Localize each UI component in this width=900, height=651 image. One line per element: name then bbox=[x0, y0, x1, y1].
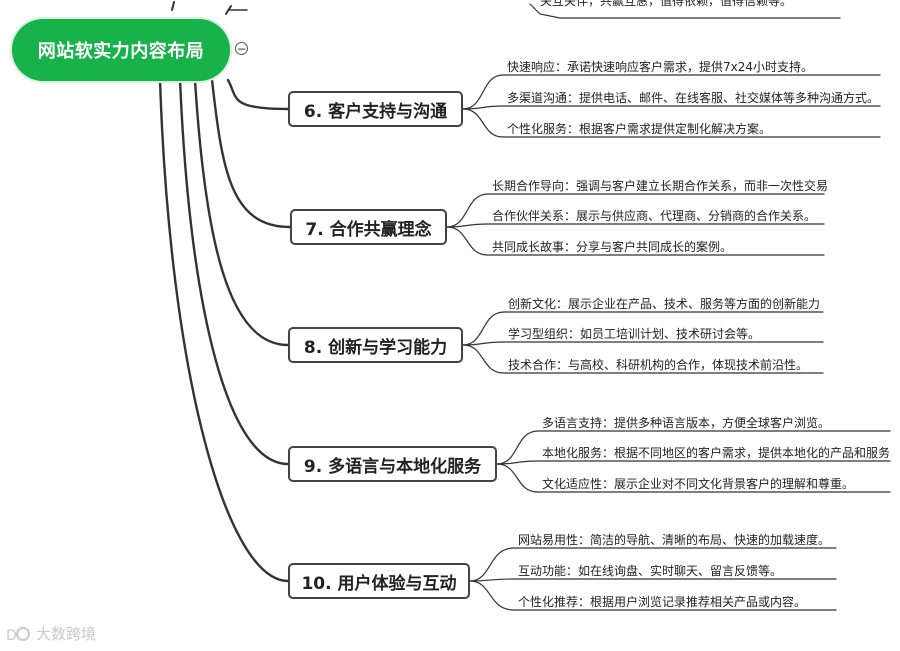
subtopic-item[interactable]: 长期合作导向：强调与客户建立长期合作关系，而非一次性交易 bbox=[492, 179, 829, 193]
root-stub bbox=[225, 5, 232, 15]
partial-top-text: 关互关伴，共赢互惠，值得依赖，值得信赖等。 bbox=[540, 0, 793, 8]
topic-title: 8. 创新与学习能力 bbox=[303, 337, 448, 358]
root-connector bbox=[178, 78, 290, 466]
root-connector bbox=[226, 78, 290, 111]
topic-win-win[interactable]: 7. 合作共赢理念 bbox=[290, 209, 447, 245]
partial-top-connector bbox=[529, 3, 841, 19]
subtopic-connector bbox=[469, 547, 837, 582]
subtopic-item[interactable]: 快速响应：承诺快速响应客户需求，提供7x24小时支持。 bbox=[507, 60, 814, 74]
subtopic-connector bbox=[446, 223, 825, 228]
subtopic-connector bbox=[496, 430, 891, 465]
collapse-icon[interactable]: − bbox=[235, 41, 248, 56]
subtopic-item[interactable]: 学习型组织：如员工培训计划、技术研讨会等。 bbox=[508, 327, 761, 341]
subtopic-item[interactable]: 本地化服务：根据不同地区的客户需求，提供本地化的产品和服务 bbox=[542, 446, 891, 460]
subtopic-item[interactable]: 技术合作：与高校、科研机构的合作，体现技术前沿性。 bbox=[508, 358, 809, 372]
topic-title: 6. 客户支持与沟通 bbox=[303, 101, 448, 122]
subtopic-item[interactable]: 多渠道沟通：提供电话、邮件、在线客服、社交媒体等多种沟通方式。 bbox=[507, 91, 880, 105]
subtopic-item[interactable]: 共同成长故事：分享与客户共同成长的案例。 bbox=[492, 240, 733, 254]
subtopic-connector bbox=[462, 105, 881, 110]
subtopic-connector bbox=[469, 580, 837, 611]
svg-text:D: D bbox=[6, 628, 17, 644]
subtopic-connector bbox=[462, 74, 881, 110]
topic-innovation[interactable]: 8. 创新与学习能力 bbox=[288, 327, 463, 363]
subtopic-item[interactable]: 个性化服务：根据客户需求提供定制化解决方案。 bbox=[507, 122, 772, 136]
subtopic-item[interactable]: 互动功能：如在线询盘、实时聊天、留言反馈等。 bbox=[518, 564, 783, 578]
topic-localization[interactable]: 9. 多语言与本地化服务 bbox=[288, 446, 497, 482]
topic-title: 7. 合作共赢理念 bbox=[305, 219, 432, 240]
watermark-logo-icon: D bbox=[6, 626, 30, 644]
subtopic-connector bbox=[462, 311, 824, 346]
subtopic-item[interactable]: 多语言支持：提供多种语言版本，方便全球客户浏览。 bbox=[542, 416, 831, 430]
root-connector bbox=[158, 78, 290, 583]
subtopic-connector bbox=[469, 578, 837, 582]
subtopic-connector bbox=[462, 344, 824, 374]
subtopic-connector bbox=[462, 341, 824, 346]
subtopic-item[interactable]: 网站易用性：简洁的导航、清晰的布局、快速的加载速度。 bbox=[518, 533, 831, 547]
watermark-text: 大数跨境 bbox=[36, 625, 97, 643]
subtopic-item[interactable]: 创新文化：展示企业在产品、技术、服务等方面的创新能力 bbox=[508, 297, 821, 311]
root-connector bbox=[193, 78, 290, 347]
subtopic-connector bbox=[496, 463, 891, 493]
watermark: D 大数跨境 bbox=[6, 623, 96, 644]
root-connector bbox=[210, 78, 292, 229]
subtopic-connector bbox=[446, 226, 825, 256]
subtopic-connector bbox=[446, 193, 825, 228]
root-stub bbox=[171, 1, 175, 11]
root-title: 网站软实力内容布局 bbox=[37, 41, 205, 62]
subtopic-item[interactable]: 合作伙伴关系：展示与供应商、代理商、分销商的合作关系。 bbox=[492, 209, 817, 223]
topic-title: 10. 用户体验与互动 bbox=[301, 573, 457, 594]
subtopic-connector bbox=[462, 108, 881, 138]
topic-customer-support[interactable]: 6. 客户支持与沟通 bbox=[288, 91, 463, 127]
subtopic-connector bbox=[496, 460, 891, 465]
subtopic-item[interactable]: 文化适应性：展示企业对不同文化背景客户的理解和尊重。 bbox=[542, 477, 855, 491]
topic-title: 9. 多语言与本地化服务 bbox=[303, 456, 482, 477]
root-topic[interactable]: 网站软实力内容布局 bbox=[12, 19, 230, 81]
topic-user-experience[interactable]: 10. 用户体验与互动 bbox=[288, 563, 470, 599]
subtopic-item[interactable]: 个性化推荐：根据用户浏览记录推荐相关产品或内容。 bbox=[518, 595, 807, 609]
